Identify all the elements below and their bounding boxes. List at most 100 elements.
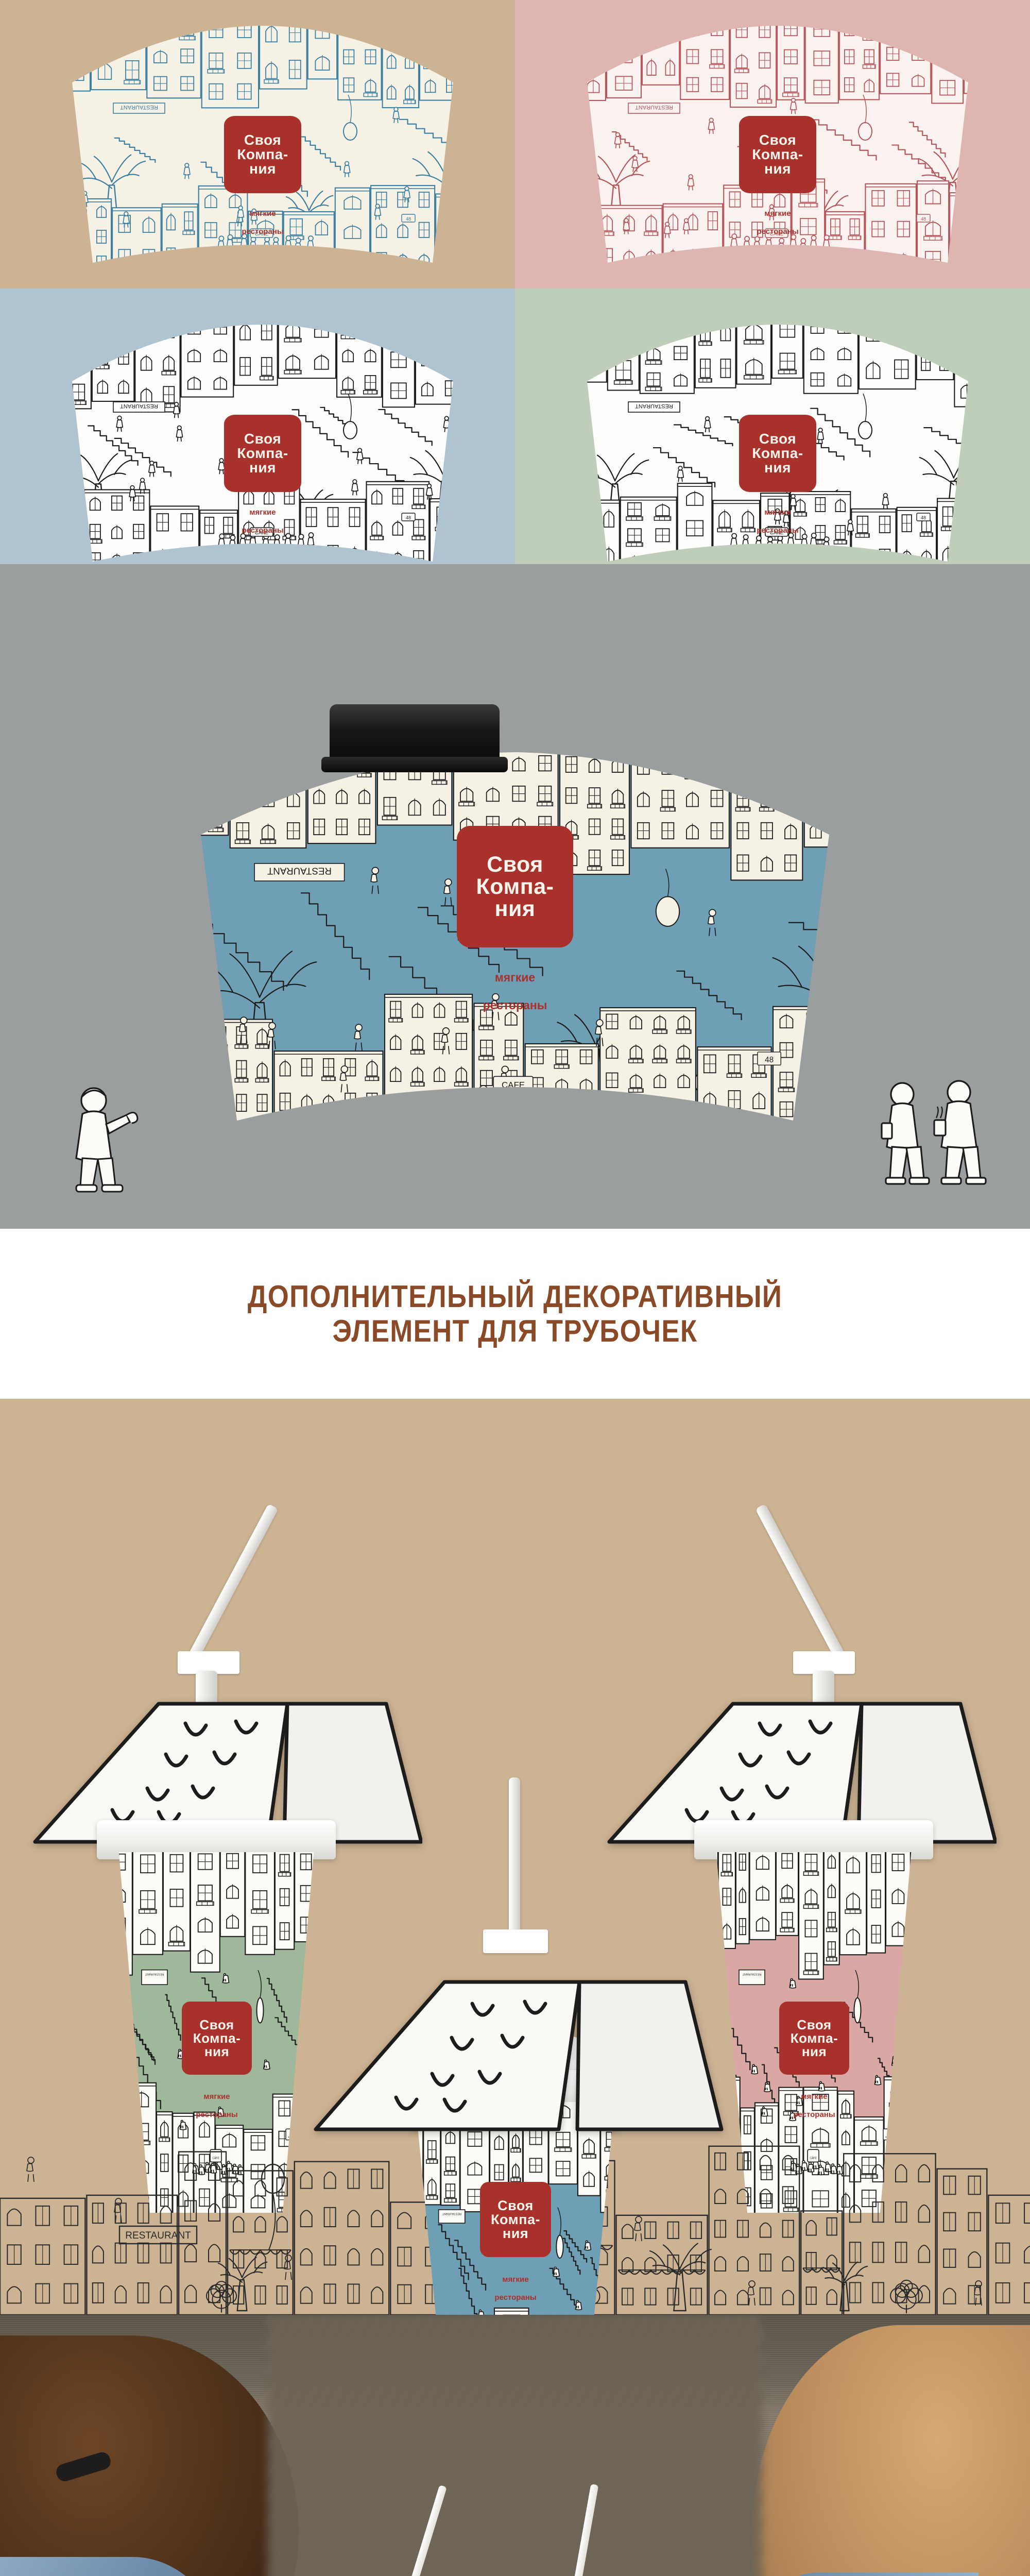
svg-text:CAFE: CAFE bbox=[770, 530, 784, 536]
person-right-jeans bbox=[736, 2572, 978, 2576]
tagline-line-2: рестораны bbox=[757, 227, 799, 236]
roof-topper-shape bbox=[33, 1702, 422, 1844]
brand-logo-badge: Своя Компа- ния bbox=[182, 2002, 252, 2075]
svg-text:CAFE: CAFE bbox=[502, 1080, 525, 1090]
brand-logo-badge: Своя Компа- ния bbox=[739, 415, 816, 492]
headline-line-2: ЭЛЕМЕНТ ДЛЯ ТРУБОЧЕК bbox=[332, 1314, 698, 1348]
sleeve-colorway-grid: 400 ML 500 ML RESTAURANT CAFE 48 Своя Компа-… bbox=[0, 0, 1030, 564]
svg-text:400 ML: 400 ML bbox=[402, 2202, 411, 2205]
person-waving-icon bbox=[75, 1087, 139, 1193]
tagline-line-1: мягкие bbox=[764, 209, 791, 218]
svg-text:RESTAURANT: RESTAURANT bbox=[442, 2212, 461, 2215]
page-title: ДОПОЛНИТЕЛЬНЫЙ ДЕКОРАТИВНЫЙ ЭЛЕМЕНТ ДЛЯ … bbox=[248, 1279, 782, 1348]
tagline-line-1: мягкие bbox=[764, 507, 791, 517]
logo-line-3: ния bbox=[502, 2225, 529, 2241]
roof-straw-topper bbox=[312, 1950, 724, 2156]
brand-tagline: мягкие рестораны bbox=[779, 2083, 849, 2120]
svg-text:400 ML: 400 ML bbox=[41, 96, 60, 103]
straw-collar bbox=[178, 1651, 239, 1674]
svg-text:500 ML: 500 ML bbox=[556, 110, 575, 116]
roof-topper-shape bbox=[314, 1980, 724, 2131]
logo-line-1: Своя bbox=[244, 431, 282, 447]
logo-line-2: Компа- bbox=[237, 445, 288, 461]
logo-line-3: ния bbox=[801, 2044, 827, 2059]
roof-straw-topper bbox=[605, 1672, 997, 1868]
svg-text:RESTAURANT: RESTAURANT bbox=[635, 104, 673, 110]
section-headline: ДОПОЛНИТЕЛЬНЫЙ ДЕКОРАТИВНЫЙ ЭЛЕМЕНТ ДЛЯ … bbox=[0, 1229, 1030, 1399]
tagline-line-2: рестораны bbox=[242, 526, 284, 535]
logo-line-3: ния bbox=[249, 460, 276, 476]
logo-line-3: ния bbox=[764, 161, 791, 177]
logo-line-2: Компа- bbox=[491, 2211, 540, 2227]
cup-lid bbox=[321, 704, 508, 772]
straw-collar bbox=[483, 1929, 548, 1953]
tagline-line-2: рестораны bbox=[242, 227, 284, 236]
logo-line-2: Компа- bbox=[237, 146, 288, 162]
brand-logo-badge: Своя Компа- ния bbox=[480, 2182, 551, 2257]
logo-line-2: Компа- bbox=[193, 2030, 241, 2046]
svg-text:400 ML: 400 ML bbox=[556, 96, 575, 103]
drinking-straw bbox=[755, 1503, 845, 1659]
drinking-straw bbox=[188, 1503, 279, 1659]
logo-line-3: ния bbox=[764, 460, 791, 476]
logo-line-2: Компа- bbox=[476, 874, 554, 899]
brand-logo-badge: Своя Компа- ния bbox=[224, 415, 301, 492]
logo-line-3: ния bbox=[494, 896, 536, 921]
roof-straw-topper bbox=[487, 2573, 657, 2576]
logo-line-2: Компа- bbox=[752, 146, 803, 162]
svg-text:CAFE: CAFE bbox=[255, 231, 269, 237]
brand-tagline: мягкие рестораны bbox=[739, 499, 816, 535]
svg-text:400 ML: 400 ML bbox=[129, 853, 161, 863]
hero-cup-mockup: 400 ML 500 ML RESTAURANT CAFE 48 Своя Компа-… bbox=[0, 564, 1030, 1229]
svg-text:500 ML: 500 ML bbox=[106, 1980, 115, 1984]
sign-restaurant: RESTAURANT bbox=[125, 2230, 191, 2241]
svg-text:RESTAURANT: RESTAURANT bbox=[120, 104, 158, 110]
svg-text:RESTAURANT: RESTAURANT bbox=[267, 866, 332, 876]
logo-line-1: Своя bbox=[487, 852, 543, 877]
logo-line-1: Своя bbox=[199, 2017, 234, 2032]
svg-text:48: 48 bbox=[406, 216, 411, 222]
svg-text:500 ML: 500 ML bbox=[129, 875, 161, 886]
tagline-line-1: мягкие bbox=[801, 2092, 828, 2101]
logo-line-2: Компа- bbox=[790, 2030, 838, 2046]
brand-tagline: мягкие рестораны bbox=[457, 957, 573, 1013]
tagline-line-1: мягкие bbox=[203, 2092, 230, 2101]
svg-text:500 ML: 500 ML bbox=[556, 409, 575, 415]
tagline-line-1: мягкие bbox=[502, 2275, 529, 2284]
cup-sleeve-artwork: 400 ML 500 ML RESTAURANT CAFE 48 Своя Компа-… bbox=[41, 21, 484, 273]
svg-text:48: 48 bbox=[765, 1056, 774, 1064]
tagline-line-1: мягкие bbox=[494, 971, 536, 985]
hero-cup-body: 400 ML 500 ML RESTAURANT CAFE 48 Своя Компа-… bbox=[129, 724, 901, 1151]
svg-text:CAFE: CAFE bbox=[212, 2157, 219, 2160]
tagline-line-1: мягкие bbox=[249, 507, 276, 517]
brand-logo-badge: Своя Компа- ния bbox=[457, 826, 573, 947]
two-people-with-cups-icon bbox=[881, 1080, 987, 1185]
svg-text:CAFE: CAFE bbox=[770, 231, 784, 237]
tagline-line-2: рестораны bbox=[494, 2293, 537, 2302]
svg-text:RESTAURANT: RESTAURANT bbox=[145, 1973, 164, 1976]
logo-line-1: Своя bbox=[244, 132, 282, 148]
svg-text:48: 48 bbox=[406, 515, 411, 520]
svg-text:CAFE: CAFE bbox=[255, 530, 269, 536]
svg-text:400 ML: 400 ML bbox=[106, 1961, 115, 1964]
svg-text:48: 48 bbox=[921, 216, 926, 222]
drinking-straw bbox=[509, 1777, 520, 1937]
tagline-line-2: рестораны bbox=[196, 2110, 238, 2120]
roof-topper-shape bbox=[487, 2573, 657, 2576]
svg-text:RESTAURANT: RESTAURANT bbox=[120, 403, 158, 409]
headline-line-1: ДОПОЛНИТЕЛЬНЫЙ ДЕКОРАТИВНЫЙ bbox=[247, 1279, 783, 1314]
logo-line-1: Своя bbox=[759, 431, 797, 447]
roof-topper-shape bbox=[607, 1702, 997, 1844]
svg-text:500 ML: 500 ML bbox=[41, 110, 60, 116]
brand-tagline: мягкие рестораны bbox=[224, 499, 301, 535]
svg-text:500 ML: 500 ML bbox=[41, 409, 60, 415]
